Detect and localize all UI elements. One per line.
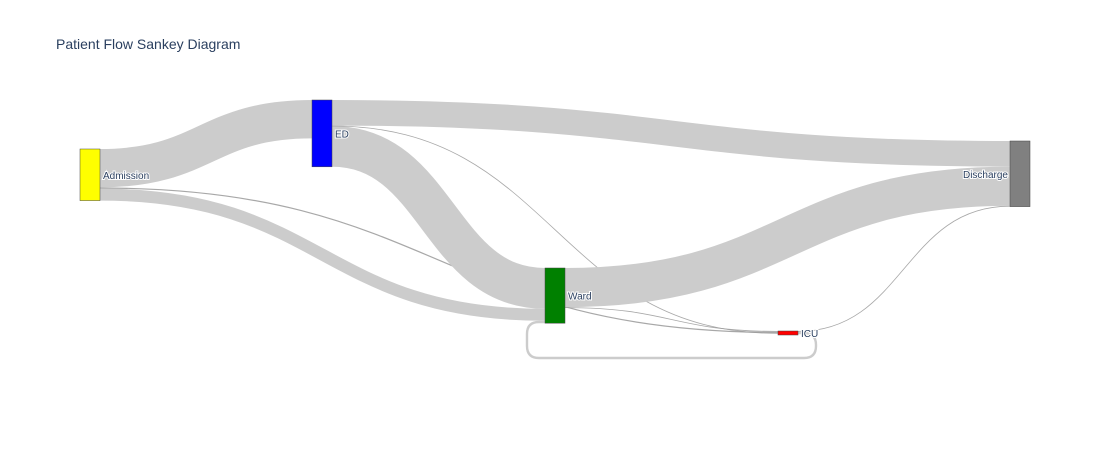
node-icu[interactable]	[777, 330, 799, 336]
node-label-admission: Admission	[103, 171, 149, 182]
node-admission[interactable]	[79, 148, 101, 201]
link-admission-to-ed[interactable]	[99, 100, 313, 188]
nodes-layer	[79, 99, 1031, 336]
node-ward[interactable]	[544, 267, 566, 324]
link-ed-to-ward[interactable]	[330, 126, 547, 309]
link-icu-to-ward[interactable]	[525, 320, 818, 360]
links-layer	[99, 100, 1011, 360]
node-label-discharge: Discharge	[963, 170, 1008, 181]
link-admission-to-ward[interactable]	[99, 188, 546, 321]
node-discharge[interactable]	[1009, 140, 1031, 207]
link-ed-to-discharge[interactable]	[331, 100, 1011, 167]
link-admission-to-icu[interactable]	[99, 187, 779, 333]
node-ed[interactable]	[311, 99, 333, 168]
link-ward-to-discharge[interactable]	[564, 166, 1011, 308]
link-ward-to-icu[interactable]	[564, 307, 779, 332]
link-ed-to-icu[interactable]	[331, 125, 779, 334]
node-label-icu: ICU	[801, 329, 818, 340]
node-label-ed: ED	[335, 129, 349, 140]
node-label-ward: Ward	[568, 292, 592, 303]
chart-title: Patient Flow Sankey Diagram	[56, 36, 241, 52]
link-icu-to-discharge[interactable]	[797, 205, 1011, 332]
